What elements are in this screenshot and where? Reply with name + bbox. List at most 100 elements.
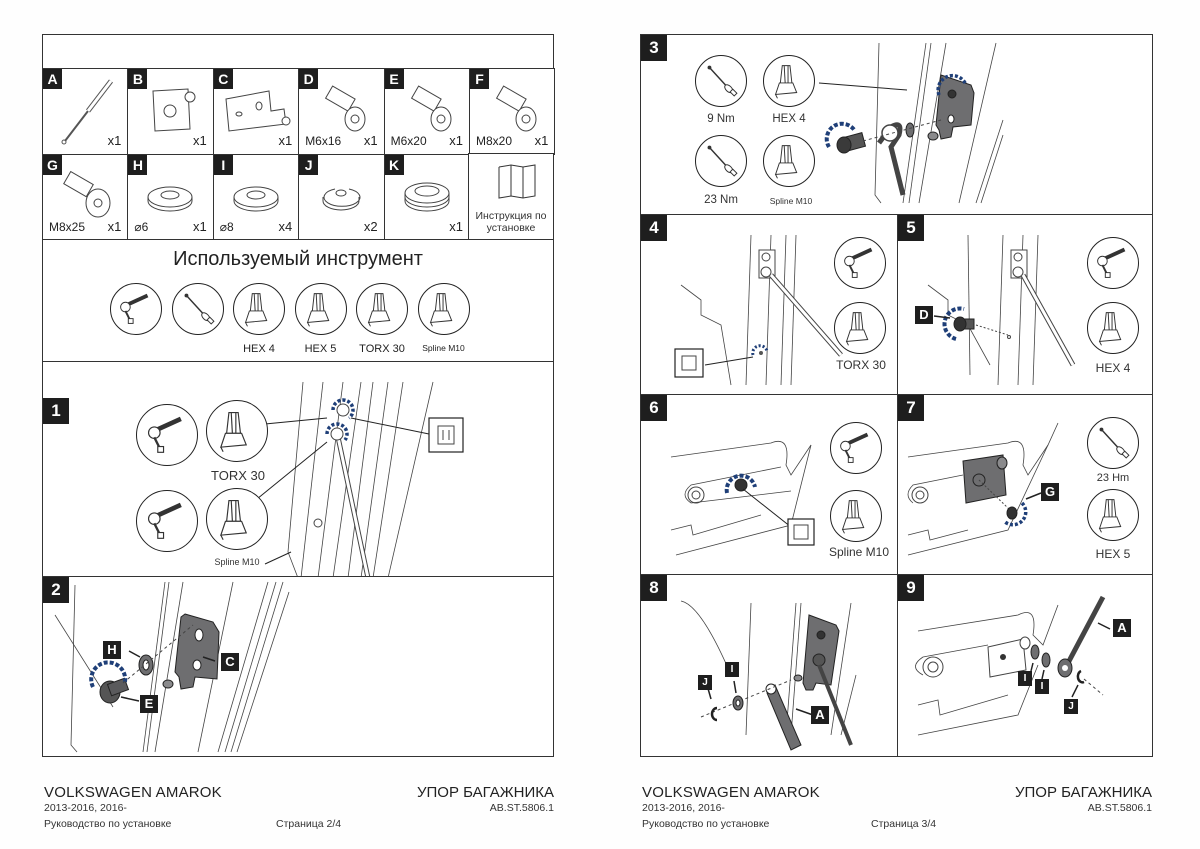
step-5-illustration (927, 234, 1076, 386)
part-quantity: x1 (278, 133, 293, 148)
hex-bit-icon (1087, 489, 1139, 541)
torque-wrench-icon (171, 283, 224, 335)
step-7-illustration (907, 422, 1059, 556)
footer-doc-type: Руководство по установке (44, 818, 172, 830)
part-letter: I (213, 155, 233, 175)
countersunk-bolt-icon (63, 170, 111, 218)
step-number: 6 (641, 395, 667, 421)
part-size: M8x25 (49, 220, 86, 234)
tool-label-spline: Spline M10 (214, 557, 260, 567)
callout-h: H (103, 641, 121, 659)
footer-years: 2013-2016, 2016- (642, 802, 725, 814)
part-letter: K (384, 155, 404, 175)
footer-brand: VOLKSWAGEN AMAROK (44, 784, 222, 801)
part-quantity: x1 (534, 133, 549, 148)
step-2-panel: 2 (42, 576, 554, 757)
tool-label: TORX 30 (359, 343, 405, 355)
callout-g: G (1041, 483, 1059, 501)
tool-label: HEX 4 (243, 343, 275, 355)
torque-label-9nm: 9 Nm (707, 113, 735, 125)
step-5-panel: 5 D HEX 4 (897, 214, 1153, 395)
step-4-panel: 4 TORX 30 (640, 214, 898, 395)
torx-bit-icon (206, 400, 268, 462)
part-quantity: x1 (193, 133, 207, 148)
part-cell-g: G M8x25 x1 (42, 154, 129, 241)
part-letter: H (128, 155, 148, 175)
part-letter: G (43, 155, 62, 175)
torque-label-23nm: 23 Nm (704, 194, 738, 206)
ratchet-icon (136, 490, 198, 552)
tool-label: HEX 5 (304, 343, 337, 355)
step-number: 7 (898, 395, 924, 421)
spline-bit-icon (763, 135, 815, 187)
tool-label-hex4: HEX 4 (772, 113, 806, 125)
part-quantity: x1 (107, 133, 122, 148)
step-number: 2 (43, 577, 69, 603)
step-9-panel: 9 A I I J (897, 574, 1153, 757)
part-letter: F (470, 69, 489, 89)
callout-j: J (698, 675, 712, 690)
spline-bit-icon (830, 490, 882, 542)
part-quantity: x4 (278, 219, 293, 234)
callout-a: A (1113, 619, 1131, 637)
tool-label-spline: Spline M10 (828, 545, 890, 559)
step-9-illustration (915, 595, 1111, 736)
footer-product-title: УПОР БАГАЖНИКА (1015, 784, 1152, 801)
part-letter: D (299, 69, 319, 89)
tool-label: Spline M10 (422, 343, 465, 353)
part-letter: A (43, 69, 62, 89)
callout-e: E (140, 695, 158, 713)
spline-bit-icon (206, 488, 268, 550)
step-1-panel: 1 (42, 361, 554, 577)
footer-years: 2013-2016, 2016- (44, 802, 127, 814)
torque-label-23nm: 23 Hm (1096, 472, 1130, 484)
ratchet-icon (834, 237, 886, 289)
part-quantity: x1 (449, 219, 463, 234)
part-size: ⌀6 (134, 220, 149, 234)
ratchet-icon (830, 422, 882, 474)
torque-wrench-icon (695, 135, 747, 187)
folded-manual-icon (498, 164, 536, 199)
hex-bit-icon (763, 55, 815, 107)
footer-article-code: AB.ST.5806.1 (1087, 802, 1152, 814)
part-size: M6x16 (305, 134, 342, 148)
step-6-panel: 6 Spline M10 (640, 394, 898, 575)
step-6-illustration (670, 440, 815, 556)
footer-product-title: УПОР БАГАЖНИКА (417, 784, 554, 801)
hex-bit-icon (233, 283, 285, 335)
callout-d: D (915, 306, 933, 324)
tool-label-torx30: TORX 30 (836, 358, 886, 372)
gas-strut-icon (61, 79, 113, 145)
callout-a: A (811, 706, 829, 724)
step-number: 3 (641, 35, 667, 61)
ratchet-icon (136, 404, 198, 466)
tool-label-torx30: TORX 30 (211, 468, 265, 483)
washer-icon (147, 186, 193, 212)
part-quantity: x2 (363, 219, 378, 234)
step-number: 8 (641, 575, 667, 601)
bracket-c-icon (225, 90, 291, 132)
part-size: M8x20 (476, 134, 513, 148)
part-letter: C (213, 69, 233, 89)
part-quantity: x1 (107, 219, 122, 234)
callout-i: I (1018, 671, 1032, 686)
part-letter: B (128, 69, 148, 89)
torque-wrench-icon (1087, 417, 1139, 469)
torx-bit-icon (356, 283, 408, 335)
footer-doc-type: Руководство по установке (642, 818, 770, 830)
step-8-panel: 8 J I A (640, 574, 898, 757)
callout-i: I (725, 662, 739, 677)
footer-page-number: Страница 2/4 (276, 818, 342, 830)
step-4-illustration (674, 234, 843, 386)
hex-bit-icon (294, 283, 347, 335)
part-size: M6x20 (390, 134, 427, 148)
tool-label-spline: Spline M10 (769, 196, 813, 206)
